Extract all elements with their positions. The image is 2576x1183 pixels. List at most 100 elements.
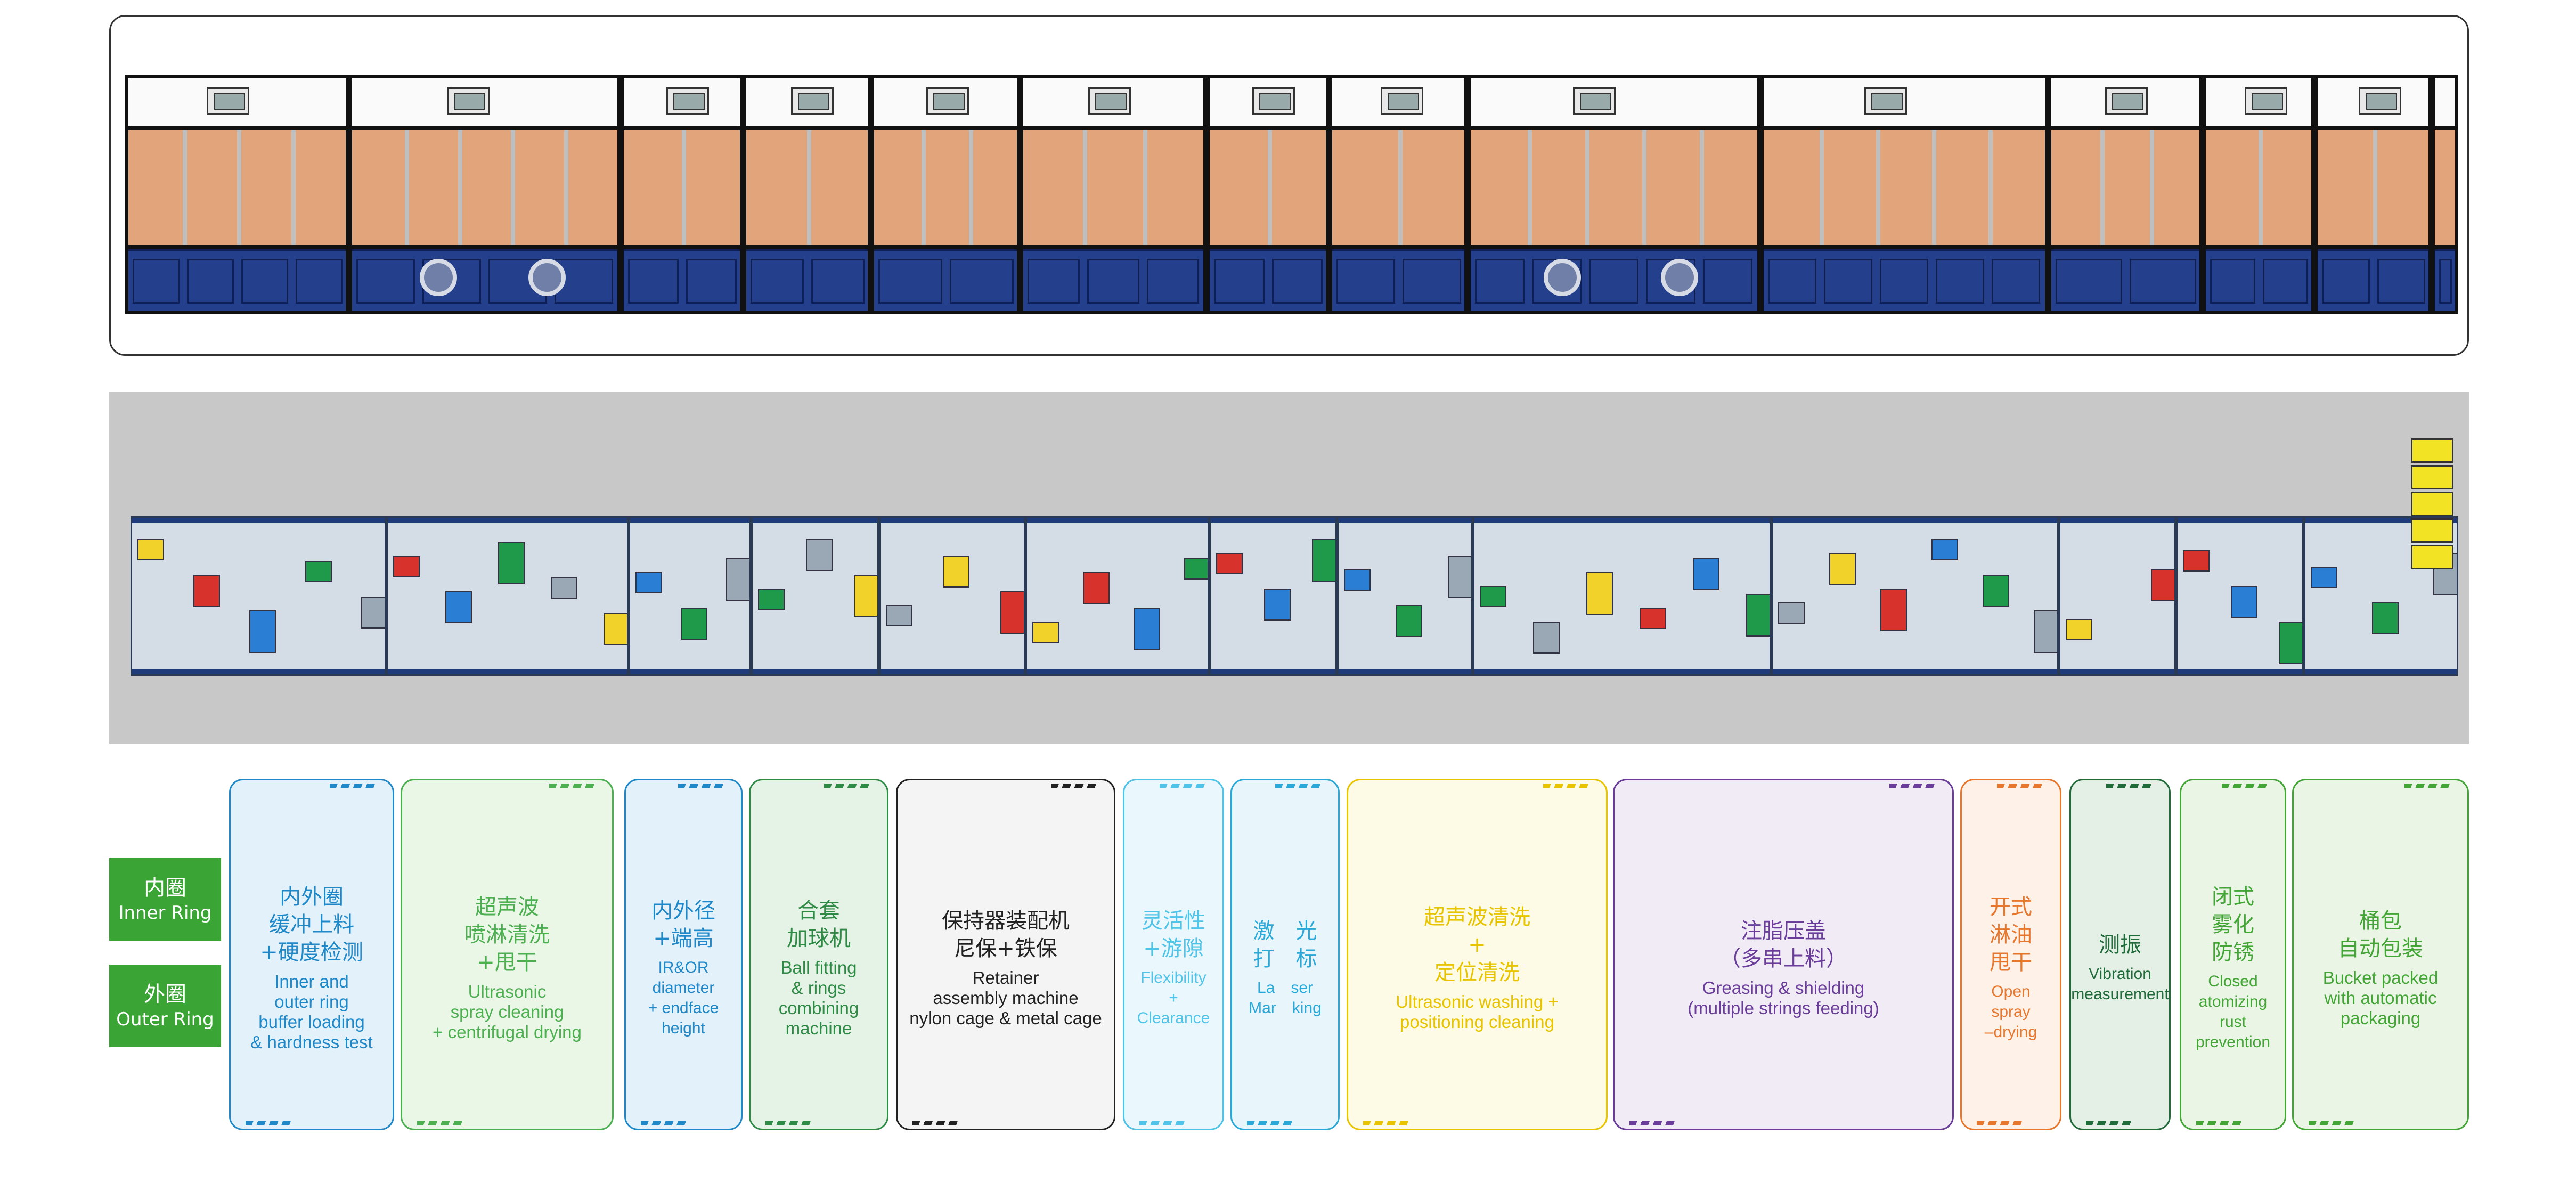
bucket-box [2411,545,2453,569]
inspection-port-icon [1661,259,1698,296]
card-stripe-decoration [1139,1121,1187,1125]
card-stripe-decoration [2404,784,2452,788]
conveyor-rail [1339,518,1471,523]
station-title-zh: 超声波 喷淋清洗 +甩干 [464,895,550,975]
conveyor-rail [2305,518,2457,523]
card-stripe-decoration [1247,1121,1295,1125]
conveyor-rail [881,518,1024,523]
door-frame [458,130,462,245]
machine-part [1264,589,1291,621]
cabinet-door [356,259,415,304]
machine-part [758,589,785,610]
glass-enclosure [2435,130,2455,245]
cabinet-door [1936,259,1984,304]
machine-part [604,613,627,645]
control-panel-icon [207,87,249,115]
machine-part [1480,586,1506,607]
conveyor-rail [630,518,749,523]
conveyor-rail [2178,669,2302,674]
module-top-panel [2051,78,2199,126]
module-top-panel [2206,78,2311,126]
door-frame [1700,130,1704,245]
machine-module-plan [1025,516,1209,676]
module-top-panel [874,78,1017,126]
conveyor-rail [630,669,749,674]
conveyor-rail [132,518,385,523]
bucket-box [2411,465,2453,489]
base-cabinet [624,249,740,311]
cabinet-door [1336,259,1395,304]
conveyor-rail [1211,669,1335,674]
card-stripe-decoration [1629,1121,1677,1125]
conveyor-rail [388,518,627,523]
cabinet-door [878,259,942,304]
inspection-port-icon [528,259,566,296]
door-frame [511,130,515,245]
machine-part [1184,558,1208,580]
station-title-zh: 合套 加球机 [787,899,851,951]
card-stripe-decoration [2106,784,2154,788]
station-title-zh: 测振 [2099,933,2141,957]
card-stripe-decoration [1275,784,1323,788]
machine-part [445,591,472,623]
machine-part [551,577,577,599]
door-frame [1083,130,1087,245]
machine-part [2231,586,2257,618]
base-cabinet [2051,249,2199,311]
module-top-panel [624,78,740,126]
conveyor-rail [1474,518,1770,523]
glass-enclosure [2051,130,2199,245]
inspection-port-icon [1544,259,1581,296]
cabinet-door [2056,259,2122,304]
door-frame [1528,130,1532,245]
control-panel-icon [1864,87,1907,115]
machine-module-front [2203,75,2314,314]
card-stripe-decoration [641,1121,689,1125]
outer-ring-en: Outer Ring [116,1008,214,1030]
cabinet-door [1880,259,1928,304]
base-cabinet [1332,249,1464,311]
control-panel-icon [447,87,490,115]
outer-ring-zh: 外圈 [144,982,186,1007]
machine-part [1829,553,1856,585]
glass-enclosure [352,130,617,245]
machine-part [2279,622,2302,664]
machine-part [393,556,420,577]
machine-part [1778,602,1805,624]
card-stripe-decoration [678,784,726,788]
station-title-zh: 灵活性 +游隙 [1142,909,1205,961]
cabinet-door [1475,259,1525,304]
machine-part [2183,550,2210,572]
card-stripe-decoration [549,784,597,788]
door-frame [1268,130,1272,245]
cabinet-door [628,259,679,304]
glass-enclosure [2318,130,2428,245]
control-panel-icon [2245,87,2287,115]
top-view-layout [109,392,2469,744]
cabinet-door [296,259,343,304]
machine-part [1396,605,1422,637]
front-elevation-drawing [125,75,2458,314]
cabinet-door [686,259,737,304]
base-cabinet [1471,249,1757,311]
glass-enclosure [746,130,868,245]
glass-enclosure [1023,130,1203,245]
base-cabinet [874,249,1017,311]
conveyor-rail [2060,518,2174,523]
machine-part [1448,556,1471,598]
conveyor-rail [1474,669,1770,674]
station-title-en: Bucket packed with automatic packaging [2322,968,2439,1028]
station-card: 注脂压盖 （多串上料）Greasing & shielding (multipl… [1613,779,1954,1130]
machine-part [1880,589,1907,631]
station-title-zh: 闭式 雾化 防锈 [2212,885,2254,965]
machine-module-plan [1771,516,2059,676]
machine-part [1312,539,1335,582]
conveyor-rail [1339,669,1471,674]
door-frame [2259,130,2263,245]
station-title-en: Retainer assembly machine nylon cage & m… [909,968,1102,1028]
module-top-panel [2318,78,2428,126]
door-frame [1932,130,1936,245]
